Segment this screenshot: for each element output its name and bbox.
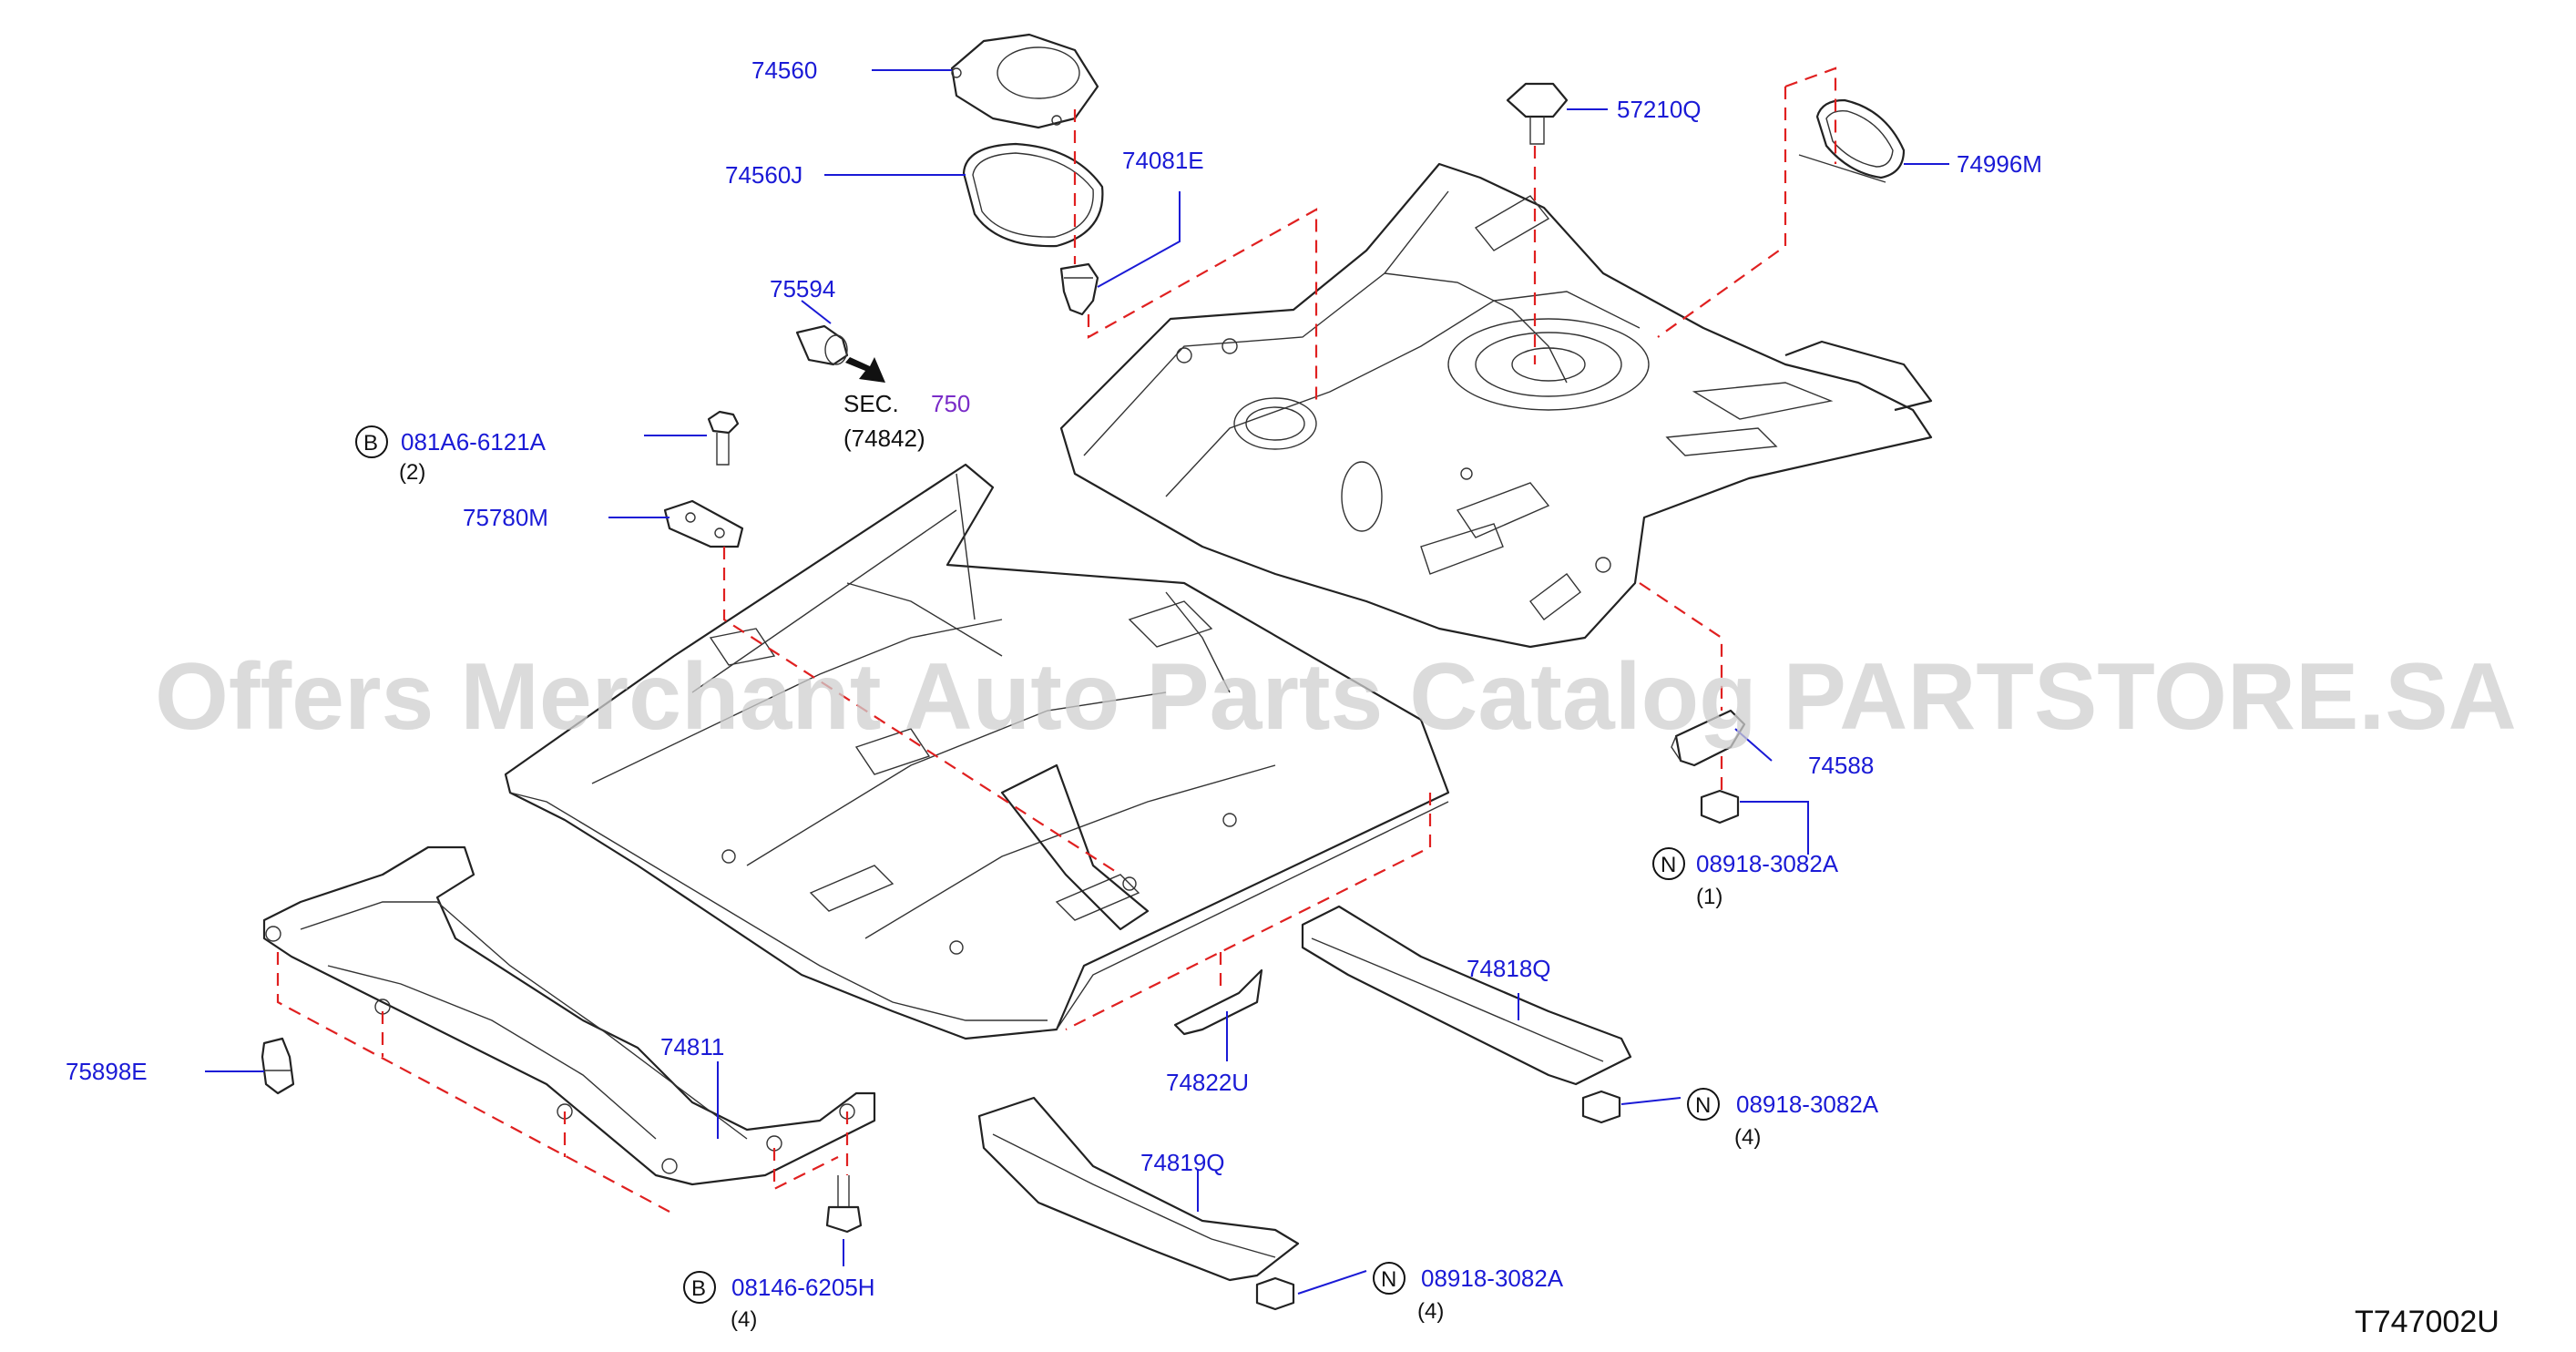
section-subpart: (74842) [843,425,925,452]
bracket-74588 [1671,709,1746,767]
section-arrow-icon [845,357,885,383]
guide-lines [276,67,1837,1213]
bracket-75780M [663,499,744,548]
nut-08918-3082A-1 [1700,789,1740,825]
fastener-f2: N 08918-3082A (1) [1652,847,1839,909]
fastener-f4-prefix: N [1381,1267,1396,1292]
fastener-f3-prefix: N [1695,1093,1711,1118]
label-74560J[interactable]: 74560J [725,161,802,189]
ring-74996M [1798,98,1906,183]
fastener-f1-prefix: B [363,431,378,456]
fastener-f2-qty: (1) [1696,885,1722,909]
fastener-f3: N 08918-3082A (4) [1687,1088,1879,1150]
label-74822U[interactable]: 74822U [1166,1069,1249,1096]
fastener-f4: N 08918-3082A (4) [1373,1262,1564,1324]
plug-75594 [795,324,849,366]
fastener-f3-qty: (4) [1734,1125,1761,1150]
fastener-f4-number[interactable]: 08918-3082A [1421,1265,1564,1292]
fastener-f5-number[interactable]: 08146-6205H [731,1274,875,1301]
bolt-08146-6205H [825,1175,863,1234]
seal-74560J [962,142,1104,248]
nut-08918-3082A-3 [1255,1276,1295,1311]
member-74818Q [1301,905,1632,1086]
label-74996M[interactable]: 74996M [1957,150,2042,178]
clip-75898E [261,1037,295,1095]
fastener-f2-number[interactable]: 08918-3082A [1696,850,1839,877]
cover-74560 [950,33,1099,129]
section-number[interactable]: 750 [931,390,970,417]
part-labels: 74560 74560J 74081E 75594 57210Q 74996M … [66,56,2042,1176]
front-floor-panel [504,463,1450,1040]
label-57210Q[interactable]: 57210Q [1617,96,1702,123]
label-74081E[interactable]: 74081E [1122,147,1204,174]
label-74560[interactable]: 74560 [751,56,817,84]
bolt-081A6-6121A [707,410,740,466]
leader-lines [205,69,1949,1295]
bracket-74822U [1173,968,1263,1036]
fastener-f1-qty: (2) [399,460,425,485]
label-74811[interactable]: 74811 [660,1033,724,1060]
section-label: SEC. [843,390,899,417]
fastener-f2-prefix: N [1661,853,1676,877]
member-74819Q [977,1096,1300,1282]
label-75594[interactable]: 75594 [770,275,835,302]
label-75898E[interactable]: 75898E [66,1058,148,1085]
rear-floor-panel [1059,162,1933,649]
label-74818Q[interactable]: 74818Q [1467,955,1551,982]
watermark: Offers Merchant Auto Parts Catalog PARTS… [155,644,2517,750]
label-74819Q[interactable]: 74819Q [1140,1149,1225,1176]
front-crossmember [262,845,876,1186]
label-75780M[interactable]: 75780M [463,504,548,531]
clip-74081E [1059,262,1099,316]
section-reference: SEC. 750 (74842) [843,390,970,452]
fastener-f1: B 081A6-6121A (2) [355,425,547,485]
fastener-f3-number[interactable]: 08918-3082A [1736,1091,1879,1118]
fastener-f4-qty: (4) [1417,1299,1444,1324]
diagram-code: T747002U [2355,1305,2499,1339]
label-74588[interactable]: 74588 [1808,752,1874,779]
nut-08918-3082A-2 [1581,1090,1621,1124]
fastener-f1-number[interactable]: 081A6-6121A [401,428,547,456]
fastener-f5-qty: (4) [731,1307,757,1332]
fastener-f5: B 08146-6205H (4) [683,1271,875,1332]
fastener-f5-prefix: B [691,1276,706,1301]
nut-57210Q [1506,82,1569,145]
